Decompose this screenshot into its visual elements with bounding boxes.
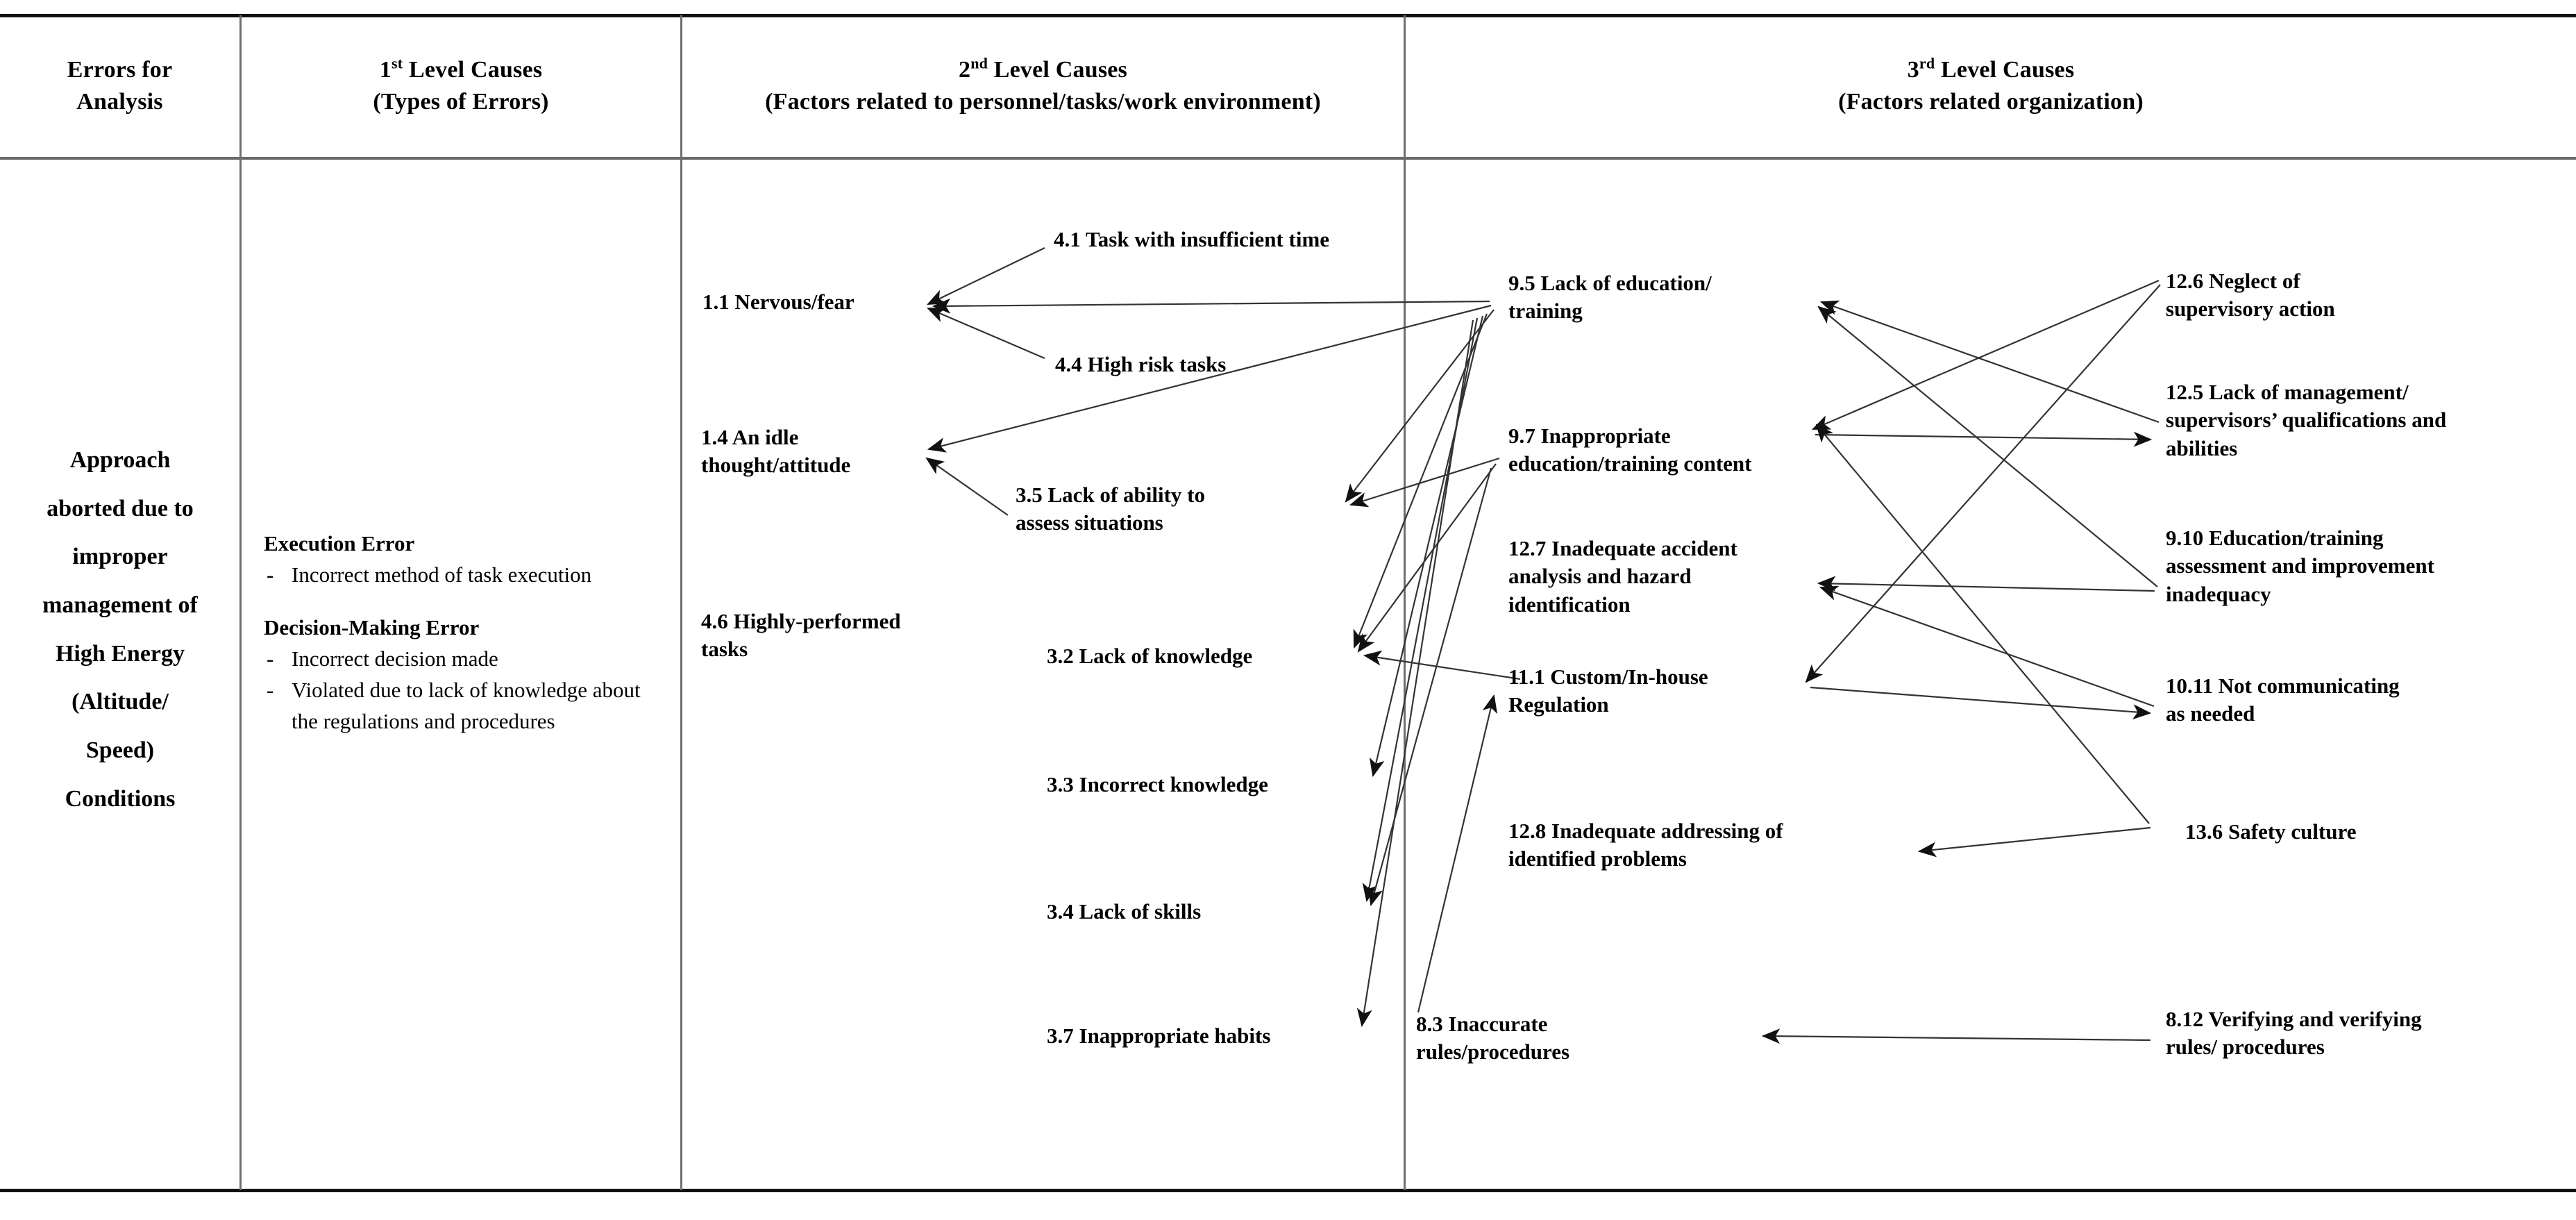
arrow-9.5-to-3.7: [1356, 319, 1474, 1028]
node-12.5-lack-of-management-supervisors-qualifications: 12.5 Lack of management/ supervisors’ qu…: [2166, 380, 2447, 460]
header-errors-for-analysis: Errors for Analysis: [0, 54, 239, 118]
node-9.5-lack-of-education-training: 9.5 Lack of education/ training: [1508, 271, 1712, 324]
list-item: - Incorrect decision made: [264, 643, 659, 674]
node-12.6-neglect-of-supervisory-action: 12.6 Neglect of supervisory action: [2166, 269, 2335, 321]
node-1.4-an-idle-thought-attitude: 1.4 An idle thought/attitude: [701, 425, 851, 478]
errors-for-analysis-cell: Approach aborted due to improper managem…: [6, 436, 235, 824]
table-top-border: [0, 14, 2576, 17]
header-line-2: (Types of Errors): [373, 88, 549, 115]
node-3.7-inappropriate-habits: 3.7 Inappropriate habits: [1047, 1023, 1271, 1048]
error-line: Speed): [85, 737, 155, 764]
arrow-12.5-to-9.5: [1819, 300, 2160, 424]
bullet-dash: -: [267, 678, 274, 702]
header-line-1: 2nd Level Causes: [958, 54, 1127, 83]
error-line: improper: [72, 544, 168, 570]
node-12.8-inadequate-addressing-of-identified-problems: 12.8 Inadequate addressing of identified…: [1508, 819, 1783, 871]
arrow-9.5-to-3.3: [1369, 315, 1484, 778]
header-line-1: 1st Level Causes: [379, 54, 543, 83]
arrow-8.3-to-11.1: [1417, 694, 1498, 1013]
arrow-10.11-to-12.7: [1819, 585, 2155, 708]
column-divider-1: [239, 15, 242, 1190]
header-first-level-causes: 1st Level Causes (Types of Errors): [242, 54, 680, 118]
list-item-label: Violated due to lack of knowledge about …: [292, 678, 641, 734]
error-line: High Energy: [55, 640, 185, 667]
header-line-1: Errors for: [67, 57, 173, 83]
node-13.6-safety-culture: 13.6 Safety culture: [2185, 819, 2357, 844]
header-second-level-causes: 2nd Level Causes (Factors related to per…: [682, 54, 1404, 118]
arrow-12.6-to-11.1: [1805, 284, 2161, 683]
arrow-9.7-to-12.5: [1815, 431, 2153, 447]
header-third-level-causes: 3rd Level Causes (Factors related organi…: [1406, 54, 2576, 118]
arrow-9.7-to-3.2: [1357, 463, 1497, 653]
node-3.5-lack-of-ability-to-assess-situations: 3.5 Lack of ability to assess situations: [1016, 483, 1205, 535]
node-3.4-lack-of-skills: 3.4 Lack of skills: [1047, 899, 1202, 924]
node-9.7-inappropriate-education-training-content: 9.7 Inappropriate education/training con…: [1508, 424, 1752, 476]
node-10.11-not-communicating-as-needed: 10.11 Not communicating as needed: [2166, 674, 2400, 726]
arrow-12.6-to-9.7: [1811, 279, 2160, 431]
error-group-title: Execution Error: [264, 531, 415, 555]
list-item-label: Incorrect decision made: [292, 646, 498, 671]
arrow-9.7-to-3.4: [1367, 467, 1492, 907]
column-divider-3: [1404, 15, 1406, 1190]
header-bottom-border: [0, 157, 2576, 160]
node-8.12-verifying-and-verifying-rules-procedures: 8.12 Verifying and verifying rules/ proc…: [2166, 1007, 2422, 1060]
error-line: management of: [42, 592, 198, 619]
arrow-9.5-to-3.4: [1362, 317, 1479, 903]
node-4.1-task-with-insufficient-time: 4.1 Task with insufficient time: [1054, 227, 1330, 251]
arrow-9.5-to-3.2: [1353, 313, 1488, 649]
arrow-11.1-to-10.11: [1810, 686, 2152, 720]
arrow-9.10-to-9.5: [1817, 306, 2158, 587]
header-line-2: (Factors related organization): [1838, 88, 2144, 115]
header-line-1: 3rd Level Causes: [1907, 54, 2075, 83]
error-group-list: - Incorrect method of task execution: [264, 559, 659, 590]
bullet-dash: -: [267, 646, 274, 671]
error-line: Conditions: [65, 785, 176, 812]
node-12.7-inadequate-accident-analysis: 12.7 Inadequate accident analysis and ha…: [1508, 536, 1737, 617]
list-item: - Incorrect method of task execution: [264, 559, 659, 590]
error-line: (Altitude/: [71, 689, 169, 715]
arrow-4.1-to-1.1: [927, 247, 1045, 305]
arrow-9.5-to-1.1: [932, 298, 1490, 314]
error-group-title: Decision-Making Error: [264, 615, 480, 640]
node-8.3-inaccurate-rules-procedures: 8.3 Inaccurate rules/procedures: [1416, 1012, 1570, 1064]
error-group-list: - Incorrect decision made - Violated due…: [264, 643, 659, 737]
arrow-9.7-to-3.5: [1349, 457, 1500, 508]
node-4.4-high-risk-tasks: 4.4 High risk tasks: [1055, 352, 1227, 376]
bullet-dash: -: [267, 562, 274, 587]
arrow-13.6-to-9.7: [1815, 424, 2150, 824]
first-level-causes-cell: Execution Error - Incorrect method of ta…: [264, 528, 659, 737]
node-9.10-education-training-assessment: 9.10 Education/training assessment and i…: [2166, 526, 2434, 606]
node-1.1-nervous-fear: 1.1 Nervous/fear: [702, 290, 855, 314]
table-bottom-border: [0, 1189, 2576, 1192]
arrow-8.12-to-8.3: [1761, 1028, 2151, 1044]
node-4.6-highly-performed-tasks: 4.6 Highly-performed tasks: [701, 609, 901, 662]
arrow-9.10-to-12.7: [1817, 576, 2155, 592]
error-line: aborted due to: [47, 495, 194, 521]
arrow-9.5-to-3.5: [1345, 309, 1495, 503]
node-3.3-incorrect-knowledge: 3.3 Incorrect knowledge: [1047, 772, 1268, 796]
error-line: Approach: [69, 447, 171, 473]
arrow-4.4-to-1.1: [926, 307, 1045, 360]
arrow-13.6-to-12.8: [1917, 826, 2151, 858]
node-11.1-custom-in-house-regulation: 11.1 Custom/In-house Regulation: [1508, 665, 1708, 717]
column-divider-2: [680, 15, 682, 1190]
header-line-2: Analysis: [76, 88, 163, 115]
header-line-2: (Factors related to personnel/tasks/work…: [765, 88, 1321, 115]
arrow-11.1-to-3.2: [1363, 650, 1521, 680]
list-item-label: Incorrect method of task execution: [292, 562, 592, 587]
spacer: [264, 591, 659, 612]
list-item: - Violated due to lack of knowledge abou…: [264, 674, 659, 737]
node-3.2-lack-of-knowledge: 3.2 Lack of knowledge: [1047, 644, 1253, 668]
